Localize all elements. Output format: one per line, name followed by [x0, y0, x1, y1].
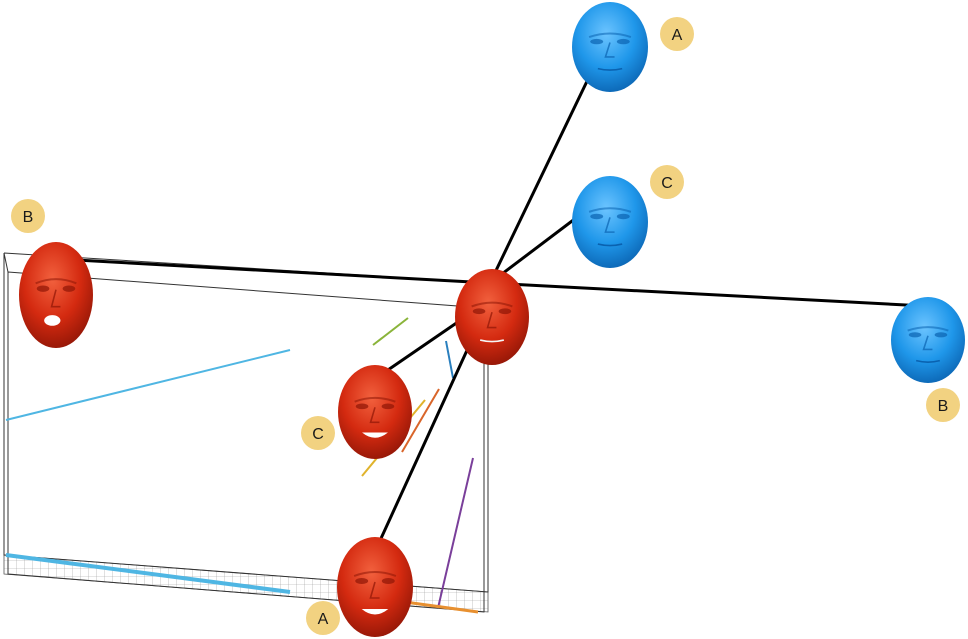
mouth-closed	[479, 339, 505, 343]
eye-socket	[616, 38, 630, 45]
face-red-b	[19, 242, 93, 348]
nose	[486, 311, 497, 329]
badge-red-a: A	[306, 601, 340, 635]
face-red-a	[337, 537, 413, 637]
trajectory-line	[372, 317, 409, 346]
eye-socket	[590, 38, 604, 45]
face-center	[455, 269, 529, 365]
brow-shadow	[907, 326, 949, 332]
badge-label: A	[318, 611, 329, 628]
eye-socket	[472, 308, 486, 315]
nose	[922, 335, 933, 351]
nose	[369, 407, 380, 424]
badge-red-c: C	[301, 416, 335, 450]
face-mask	[19, 242, 93, 348]
badge-blue-a: A	[660, 17, 694, 51]
connector-to-blue-c	[489, 213, 581, 285]
face-red-c	[338, 365, 412, 459]
eye-socket	[498, 308, 512, 315]
eye-socket	[381, 578, 395, 584]
badge-label: C	[312, 426, 324, 443]
eye-socket	[590, 213, 604, 220]
plot-box-edge	[3, 252, 9, 273]
face-mask	[891, 297, 965, 383]
mouth-closed	[597, 243, 623, 247]
face-mask	[455, 269, 529, 365]
brow-shadow	[588, 32, 632, 39]
eye-socket	[36, 285, 50, 292]
badge-blue-b: B	[926, 388, 960, 422]
mouth-closed	[915, 359, 941, 363]
nose	[604, 217, 615, 233]
face-blue-a	[572, 2, 648, 92]
face-blue-c	[572, 176, 648, 268]
badge-label: B	[938, 398, 949, 415]
mouth-open	[44, 315, 61, 326]
badge-label: C	[661, 175, 673, 192]
mouth-smile	[362, 432, 388, 438]
mouth-smile	[361, 609, 389, 615]
brow-shadow	[471, 301, 513, 308]
connector-to-blue-a	[488, 74, 592, 284]
face-mask	[338, 365, 412, 459]
plot-box-front-frame	[7, 271, 485, 613]
connector-to-red-b	[57, 257, 491, 285]
brow-shadow	[588, 207, 632, 213]
brow-shadow	[354, 396, 396, 403]
eye-socket	[381, 403, 395, 410]
badge-label: A	[672, 27, 683, 44]
eye-socket	[934, 332, 948, 338]
nose	[604, 42, 615, 58]
face-blue-b	[891, 297, 965, 383]
trajectory-line	[401, 388, 440, 453]
mouth-closed	[597, 67, 623, 71]
faces	[19, 2, 965, 637]
connector-to-blue-b	[489, 281, 926, 308]
nose	[50, 289, 61, 308]
trajectory-line	[5, 349, 291, 421]
face-mask	[572, 2, 648, 92]
trajectory-line	[404, 600, 479, 614]
brow-shadow	[353, 571, 397, 577]
badges: B A C B C A	[11, 17, 960, 635]
eye-socket	[355, 403, 369, 410]
trajectory-line	[437, 457, 474, 609]
trajectory-line	[5, 553, 291, 594]
face-mask	[572, 176, 648, 268]
eye-socket	[62, 285, 76, 292]
eye-socket	[355, 578, 369, 584]
badge-red-b: B	[11, 199, 45, 233]
badge-blue-c: C	[650, 165, 684, 199]
trajectory-line	[445, 340, 454, 379]
badge-label: B	[23, 209, 34, 226]
eye-socket	[908, 332, 922, 338]
nose	[369, 581, 380, 599]
brow-shadow	[35, 278, 77, 285]
eye-socket	[616, 213, 630, 220]
trajectory-lines	[5, 317, 479, 614]
face-mask	[337, 537, 413, 637]
